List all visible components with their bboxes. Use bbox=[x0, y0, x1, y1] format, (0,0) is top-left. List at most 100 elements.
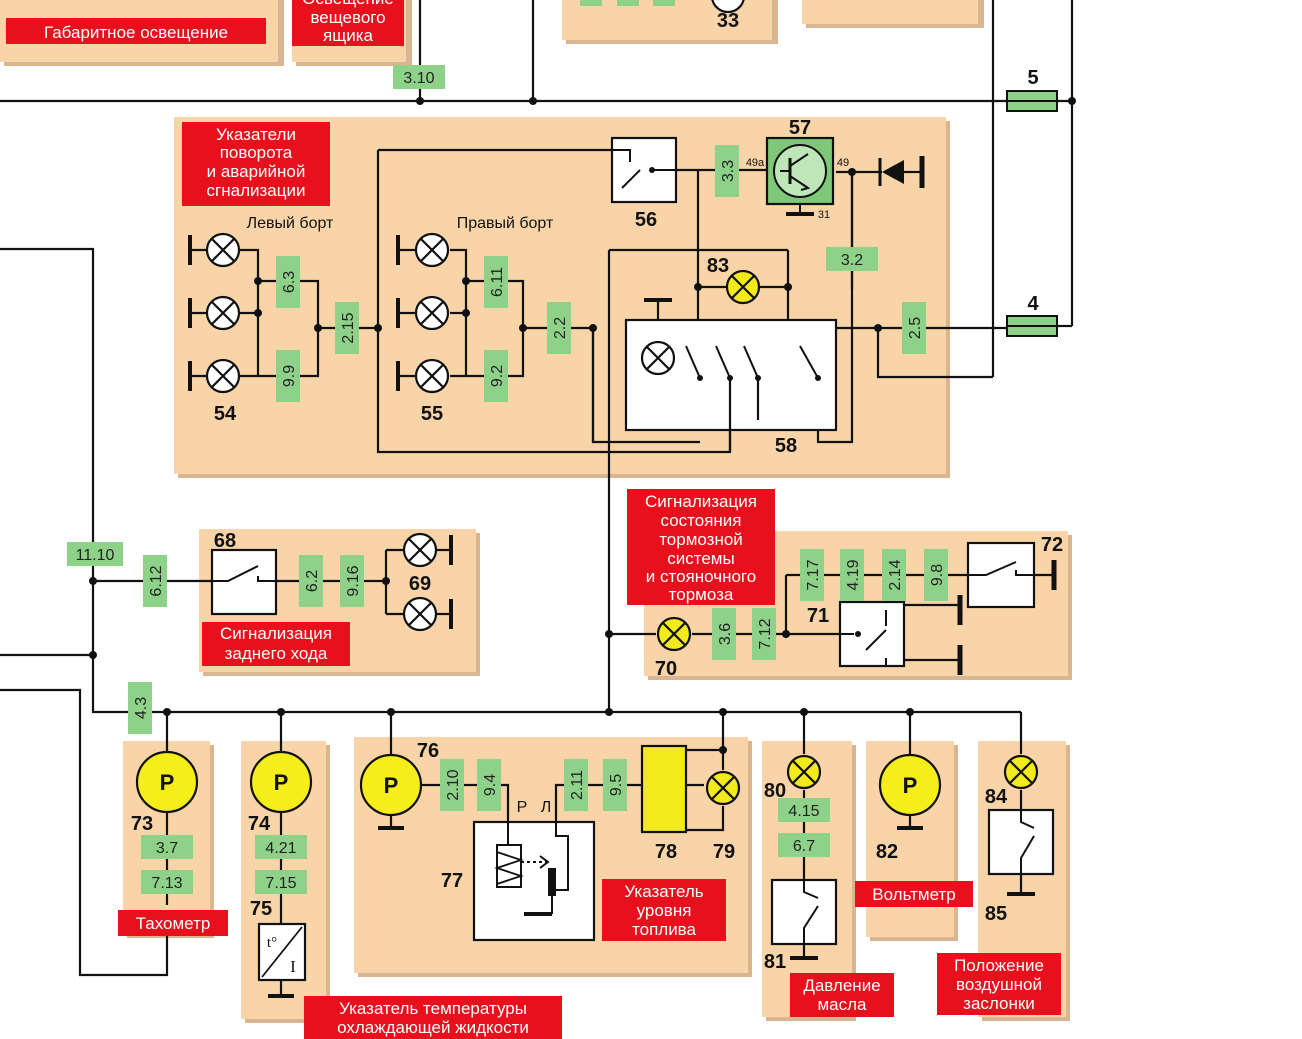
wire-labels: 3.10 11.10 3.7 7.13 4.21 7.15 4.15 6.7 3… bbox=[67, 65, 948, 894]
temp-sensor-75: t° I 75 bbox=[250, 898, 307, 998]
pin-l: Л bbox=[541, 799, 552, 816]
label-75: 75 bbox=[250, 898, 272, 920]
label-76: 76 bbox=[417, 740, 439, 762]
caption-volt: Вольтметр bbox=[855, 881, 973, 907]
caption-oil: Давление масла bbox=[790, 973, 894, 1017]
caption-choke: Положение воздушной заслонки bbox=[937, 953, 1061, 1015]
gauge-symbol: P bbox=[274, 770, 289, 795]
svg-text:2.14: 2.14 bbox=[887, 559, 904, 590]
gauge-symbol: P bbox=[160, 770, 175, 795]
choke-lamp-84: 84 bbox=[985, 754, 1039, 808]
svg-text:воздушной: воздушной bbox=[956, 975, 1042, 994]
svg-text:тормоза: тормоза bbox=[669, 585, 734, 604]
indicator-lamp-83: 83 bbox=[707, 255, 761, 305]
component-33: 33 bbox=[580, 0, 745, 32]
label-77: 77 bbox=[441, 870, 463, 892]
caption-brake: Сигнализация состояния тормозной системы… bbox=[627, 489, 775, 605]
svg-text:6.7: 6.7 bbox=[793, 838, 815, 855]
wire-label: 4.3 bbox=[128, 682, 152, 734]
temp-gauge-74: P 74 bbox=[248, 750, 313, 835]
wire-label: 2.14 bbox=[882, 549, 906, 601]
svg-text:7.13: 7.13 bbox=[151, 875, 182, 892]
fuse-4: 4 bbox=[1006, 293, 1058, 337]
label-70: 70 bbox=[655, 658, 677, 680]
svg-text:Сигнализация: Сигнализация bbox=[220, 624, 332, 643]
svg-text:охлаждающей жидкости: охлаждающей жидкости bbox=[337, 1018, 529, 1037]
svg-text:4.19: 4.19 bbox=[845, 559, 862, 590]
pin-49: 49 bbox=[837, 157, 849, 169]
svg-text:3.6: 3.6 bbox=[717, 623, 734, 645]
label-78: 78 bbox=[655, 841, 677, 863]
temp-symbol-t: t° bbox=[267, 935, 277, 951]
svg-text:2.15: 2.15 bbox=[340, 312, 357, 343]
svg-text:2.10: 2.10 bbox=[445, 769, 462, 800]
label-84: 84 bbox=[985, 786, 1008, 808]
svg-text:ящика: ящика bbox=[323, 26, 373, 45]
wire-label: 2.10 bbox=[440, 759, 464, 811]
fuse-5-label: 5 bbox=[1027, 67, 1038, 89]
wire-label: 3.6 bbox=[712, 608, 736, 660]
svg-text:заслонки: заслонки bbox=[963, 994, 1035, 1013]
svg-text:вещевого: вещевого bbox=[310, 8, 385, 27]
svg-text:7.12: 7.12 bbox=[757, 618, 774, 649]
svg-text:Сигнализация: Сигнализация bbox=[645, 492, 757, 511]
label-57: 57 bbox=[789, 117, 811, 139]
wire-label: 11.10 bbox=[67, 542, 123, 566]
caption-glovebox: Освещение вещевого ящика bbox=[292, 0, 404, 46]
label-71: 71 bbox=[807, 605, 829, 627]
wire-label: 2.11 bbox=[564, 759, 588, 811]
label-73: 73 bbox=[131, 813, 153, 835]
caption-fuel: Указатель уровня топлива bbox=[602, 879, 726, 941]
svg-text:Тахометр: Тахометр bbox=[136, 914, 211, 933]
reverse-lamps-69: 69 bbox=[402, 532, 453, 632]
wire-label: 9.9 bbox=[276, 350, 300, 402]
hazard-switch-56: 56 bbox=[610, 136, 678, 231]
label-85: 85 bbox=[985, 903, 1007, 925]
label-56: 56 bbox=[635, 209, 657, 231]
fuel-reserve-78: 78 bbox=[640, 744, 688, 863]
svg-text:9.16: 9.16 bbox=[345, 565, 362, 596]
brake-lamp-70: 70 bbox=[655, 616, 692, 680]
svg-text:4.3: 4.3 bbox=[133, 697, 150, 719]
lamp-icon bbox=[396, 295, 450, 331]
caption-turn-signals: Указатели поворота и аварийной сгнализац… bbox=[182, 122, 330, 206]
svg-text:поворота: поворота bbox=[220, 143, 293, 162]
label-82: 82 bbox=[876, 841, 898, 863]
choke-switch-85: 85 bbox=[985, 808, 1055, 925]
wire-label: 4.15 bbox=[778, 798, 830, 822]
svg-text:9.8: 9.8 bbox=[929, 564, 946, 586]
label-58: 58 bbox=[775, 435, 797, 457]
caption-gabarit: Габаритное освещение bbox=[6, 18, 266, 44]
wire-label: 6.11 bbox=[484, 256, 508, 308]
svg-text:2.2: 2.2 bbox=[552, 317, 569, 339]
label-81: 81 bbox=[764, 951, 786, 973]
oil-lamp-80: 80 bbox=[764, 754, 822, 802]
svg-text:6.3: 6.3 bbox=[281, 271, 298, 293]
wire-label: 7.15 bbox=[255, 870, 307, 894]
label-69: 69 bbox=[409, 573, 431, 595]
lamp-icon bbox=[188, 295, 241, 331]
lamp-icon bbox=[188, 358, 241, 394]
svg-text:и стояночного: и стояночного bbox=[646, 567, 756, 586]
handbrake-switch-72: 72 bbox=[966, 534, 1063, 609]
svg-text:7.17: 7.17 bbox=[805, 559, 822, 590]
lamps-left: 54 Левый борт bbox=[188, 215, 334, 425]
svg-text:9.5: 9.5 bbox=[608, 774, 625, 796]
caption-temp: Указатель температуры охлаждающей жидкос… bbox=[304, 996, 562, 1039]
gauge-symbol: P bbox=[384, 773, 399, 798]
lamps-right: 55 Правый борт bbox=[396, 215, 554, 425]
svg-text:состояния: состояния bbox=[661, 511, 742, 530]
svg-text:заднего хода: заднего хода bbox=[225, 644, 328, 663]
label-54: 54 bbox=[214, 403, 237, 425]
svg-text:Указатели: Указатели bbox=[216, 125, 296, 144]
label-33: 33 bbox=[717, 10, 739, 32]
svg-text:2.11: 2.11 bbox=[569, 770, 586, 800]
wire-label: 6.3 bbox=[276, 256, 300, 308]
svg-text:3.10: 3.10 bbox=[403, 70, 434, 87]
wire-label: 9.8 bbox=[924, 549, 948, 601]
svg-text:9.9: 9.9 bbox=[281, 365, 298, 387]
svg-text:9.4: 9.4 bbox=[482, 774, 499, 796]
svg-text:тормозной: тормозной bbox=[659, 530, 743, 549]
wire-label: 6.2 bbox=[299, 555, 323, 607]
